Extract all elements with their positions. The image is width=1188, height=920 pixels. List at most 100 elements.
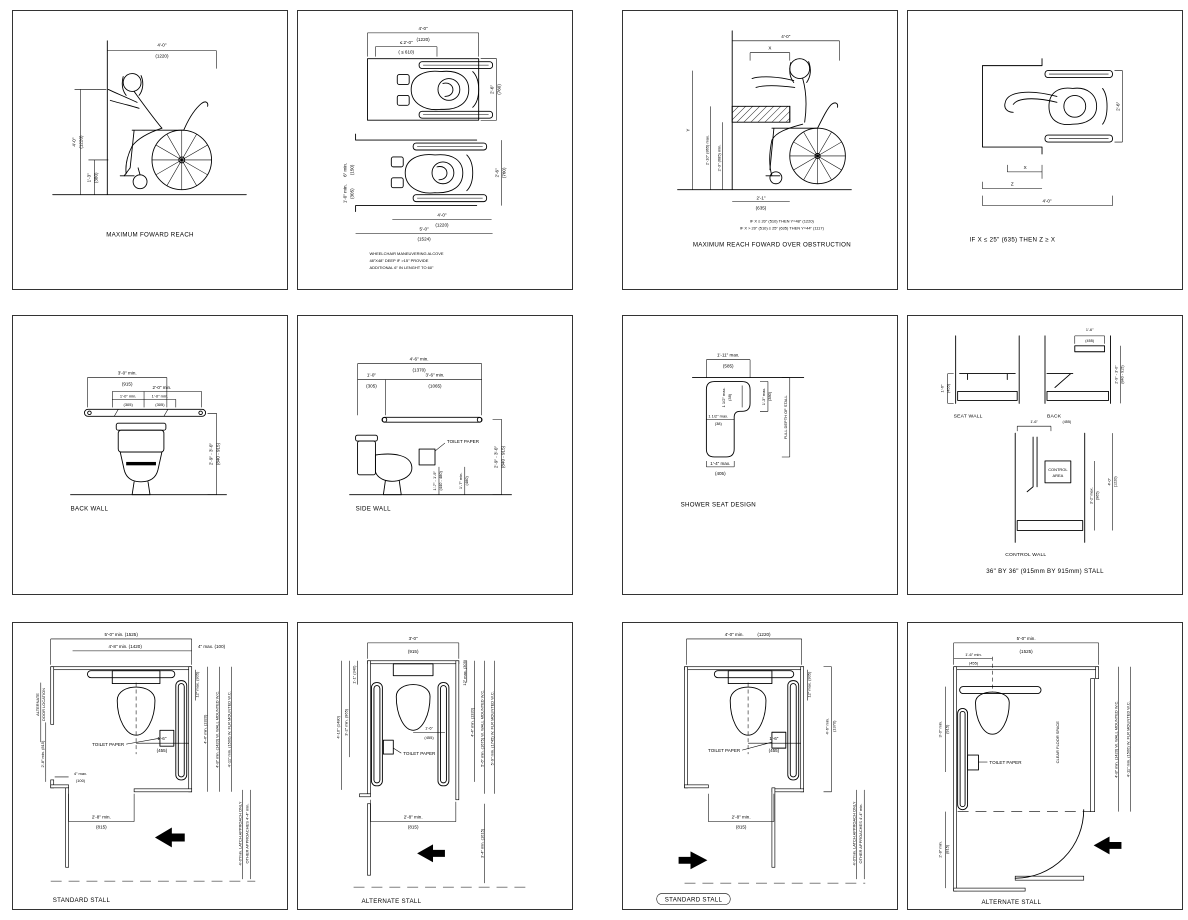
dim-label: (455) [946,383,951,393]
dim-label: 4'-6" min. [410,357,429,362]
dim-label: 2'-10" (865) max. [704,135,709,165]
toilet-paper-label: TOILET PAPER [403,751,436,756]
sub-caption: SEAT WALL [954,413,983,419]
obstruction-counter [731,105,791,123]
dim-label: 4'-4" min. (1320) [470,707,475,737]
direction-arrow-icon [678,851,708,870]
dim-label: 12" max. (305) [195,671,200,698]
toilet-paper-label: TOILET PAPER [989,760,1022,765]
panel-back-wall: 3'-0" min. (915) 2'-0" min. 1'-0" min. (… [12,315,288,595]
caption: ALTERNATE STALL [981,899,1041,906]
toilet-side-view [355,434,413,496]
dim-label: 4'-0" [781,34,790,39]
dim-label: 1'-7" min. [458,473,463,490]
dim-label: 2'-9" - 3'-0" [494,446,499,469]
dim-label: 3'-0" min. [118,371,137,376]
panel-alternate-stall: TOILET PAPER 3'-0" (915) 1'-1" (340) 3'-… [297,622,573,910]
dim-label: (405) [715,471,726,476]
reach-over-obstruction-drawing: 4'-0" X Y 2'-10" (865) max. 2'-3" (685) … [677,30,852,248]
dim-label: 4'-0" [419,26,428,31]
dim-label: 1'-3" max. [761,388,766,406]
wheelchair-user-side-view [107,73,212,191]
dim-label: 1'-11" max. [717,353,739,358]
dim-label: ( ≤ 610) [398,50,414,55]
lavatory-and-toilet-plan [959,686,1042,735]
direction-arrow-icon [417,844,445,863]
dim-label: 2'-6" [490,85,495,94]
wall-and-floor [52,40,247,196]
dim-label: (305) [124,402,134,407]
panel-wheelchair-maneuvering-alcove: 4'-0" (1220) ≤ 2'-0" ( ≤ 610) 2'-6" (760… [297,10,573,290]
alcove-walls-lower [355,133,478,212]
caption: IF X ≤ 25" (635) THEN Z ≥ X [970,236,1056,243]
dim-label: (1220) [78,135,83,149]
dim-label: (1370) [413,368,427,373]
alternate-door-label: ALTERNATE [35,693,40,716]
dim-label: 2'-0" min. [152,385,171,390]
dim-label: 4'-0" [1108,477,1112,485]
shower-seat-drawing: 1'-11" max. (585) 1 1/2" max. (38) 1 1/2… [681,353,805,509]
dim-label: (1524) [418,236,432,241]
caption: MAXIMUM FOWARD REACH [106,231,194,238]
seat-wall-elevation [955,335,1020,404]
dim-label: 1'-7" - 1'-9" [432,471,437,491]
dim-label: 2'-8" min. [938,841,943,858]
dim-label: (38) [715,421,723,426]
dim-label: (305) [155,402,165,407]
toilet-paper-label: TOILET PAPER [447,439,480,444]
dim-label: 5'-6" min. (1675) W. WALL MOUNTED W.C. [480,690,485,767]
toilet-plan [392,663,434,731]
panel-side-wall: TOILET PAPER 4'-6" min. (1370) 1'-0" (30… [297,315,573,595]
grab-bar [381,416,483,423]
dim-label: (1220) [155,54,169,59]
alternate-stall-2-plan: TOILET PAPER CLEAR FLOOR SPACE 5'-0" min… [938,636,1131,906]
reaching-arm [1004,91,1058,113]
dim-label: 2'-8" min. (815) [40,740,45,768]
dim-label: (815) [945,844,950,854]
stall-walls [953,666,1099,892]
dim-label: (455) [1085,339,1095,343]
dim-label: (455) [157,748,168,753]
dim-label: 2'-8" min. [732,815,751,820]
dim-label: (585) [723,364,734,369]
dim-label: 2'-6" [495,168,500,177]
panel-maximum-forward-reach: 4'-0" (1220) 4'-0" (1220) 1'-3" (380) MA… [12,10,288,290]
dim-label: 4'-0" min. [725,632,744,637]
dim-label: 5'-9" min. (1745) W. FLR MOUNTED W.C. [490,691,495,765]
dim-label: (840 - 915) [1120,365,1124,384]
dim-label: (1220) [1113,476,1117,488]
dim-label: ≤ 2'-0" [400,40,413,45]
control-wall-elevation [1014,432,1086,543]
dim-label: 4'-8" min. (1420) W. WALL MOUNTED W.C. [215,691,220,768]
dim-label: (100) [76,778,86,783]
dim-label: 1'-0" min. [152,393,169,398]
dim-label: (760) [497,84,502,95]
control-area-label: CONTROL [1048,467,1068,472]
dim-label: 12" max. (305) [462,659,467,686]
right-grab-bar [437,682,450,787]
dim-label: 12" max. (305) [807,671,812,698]
dim-label: (815) [736,825,747,830]
dim-label: 1'-4" max. [710,461,730,466]
alternate-door-label: DOOR LOCATION [41,688,46,721]
36-stall-drawing: 1'-6" (455) SEAT WALL 1'-6" (455) 2'-9" … [940,328,1125,575]
standard-stall-2-plan: TOILET PAPER 4'-0" min. (1220) 12" max. … [656,632,866,905]
door-swing-arc [1014,809,1085,879]
dim-label: 4'-6" min. [825,718,830,735]
latch-approach-note: 4'-0"min. LATCH APPROACH ONLY [237,801,242,865]
stall-walls [50,666,193,868]
dim-label: (1220) [757,632,771,637]
clear-floor-space-label: CLEAR FLOOR SPACE [1055,721,1060,764]
dim-label: FULL DEPTH OF STALL [783,395,788,439]
dim-label: 5'-0" [420,226,429,231]
caption: SIDE WALL [356,506,391,513]
toilet-paper-label: TOILET PAPER [92,742,125,747]
dim-label: 1'-6" [425,725,433,730]
dim-label: (915) [408,649,419,654]
grab-bar [84,408,207,417]
dim-label: 1'-0" [367,373,376,378]
dim-label: 3'-6" min. [426,373,445,378]
sub-caption: BACK [1047,413,1062,419]
caption: MAXIMUM REACH FOWARD OVER OBSTRUCTION [693,241,851,248]
